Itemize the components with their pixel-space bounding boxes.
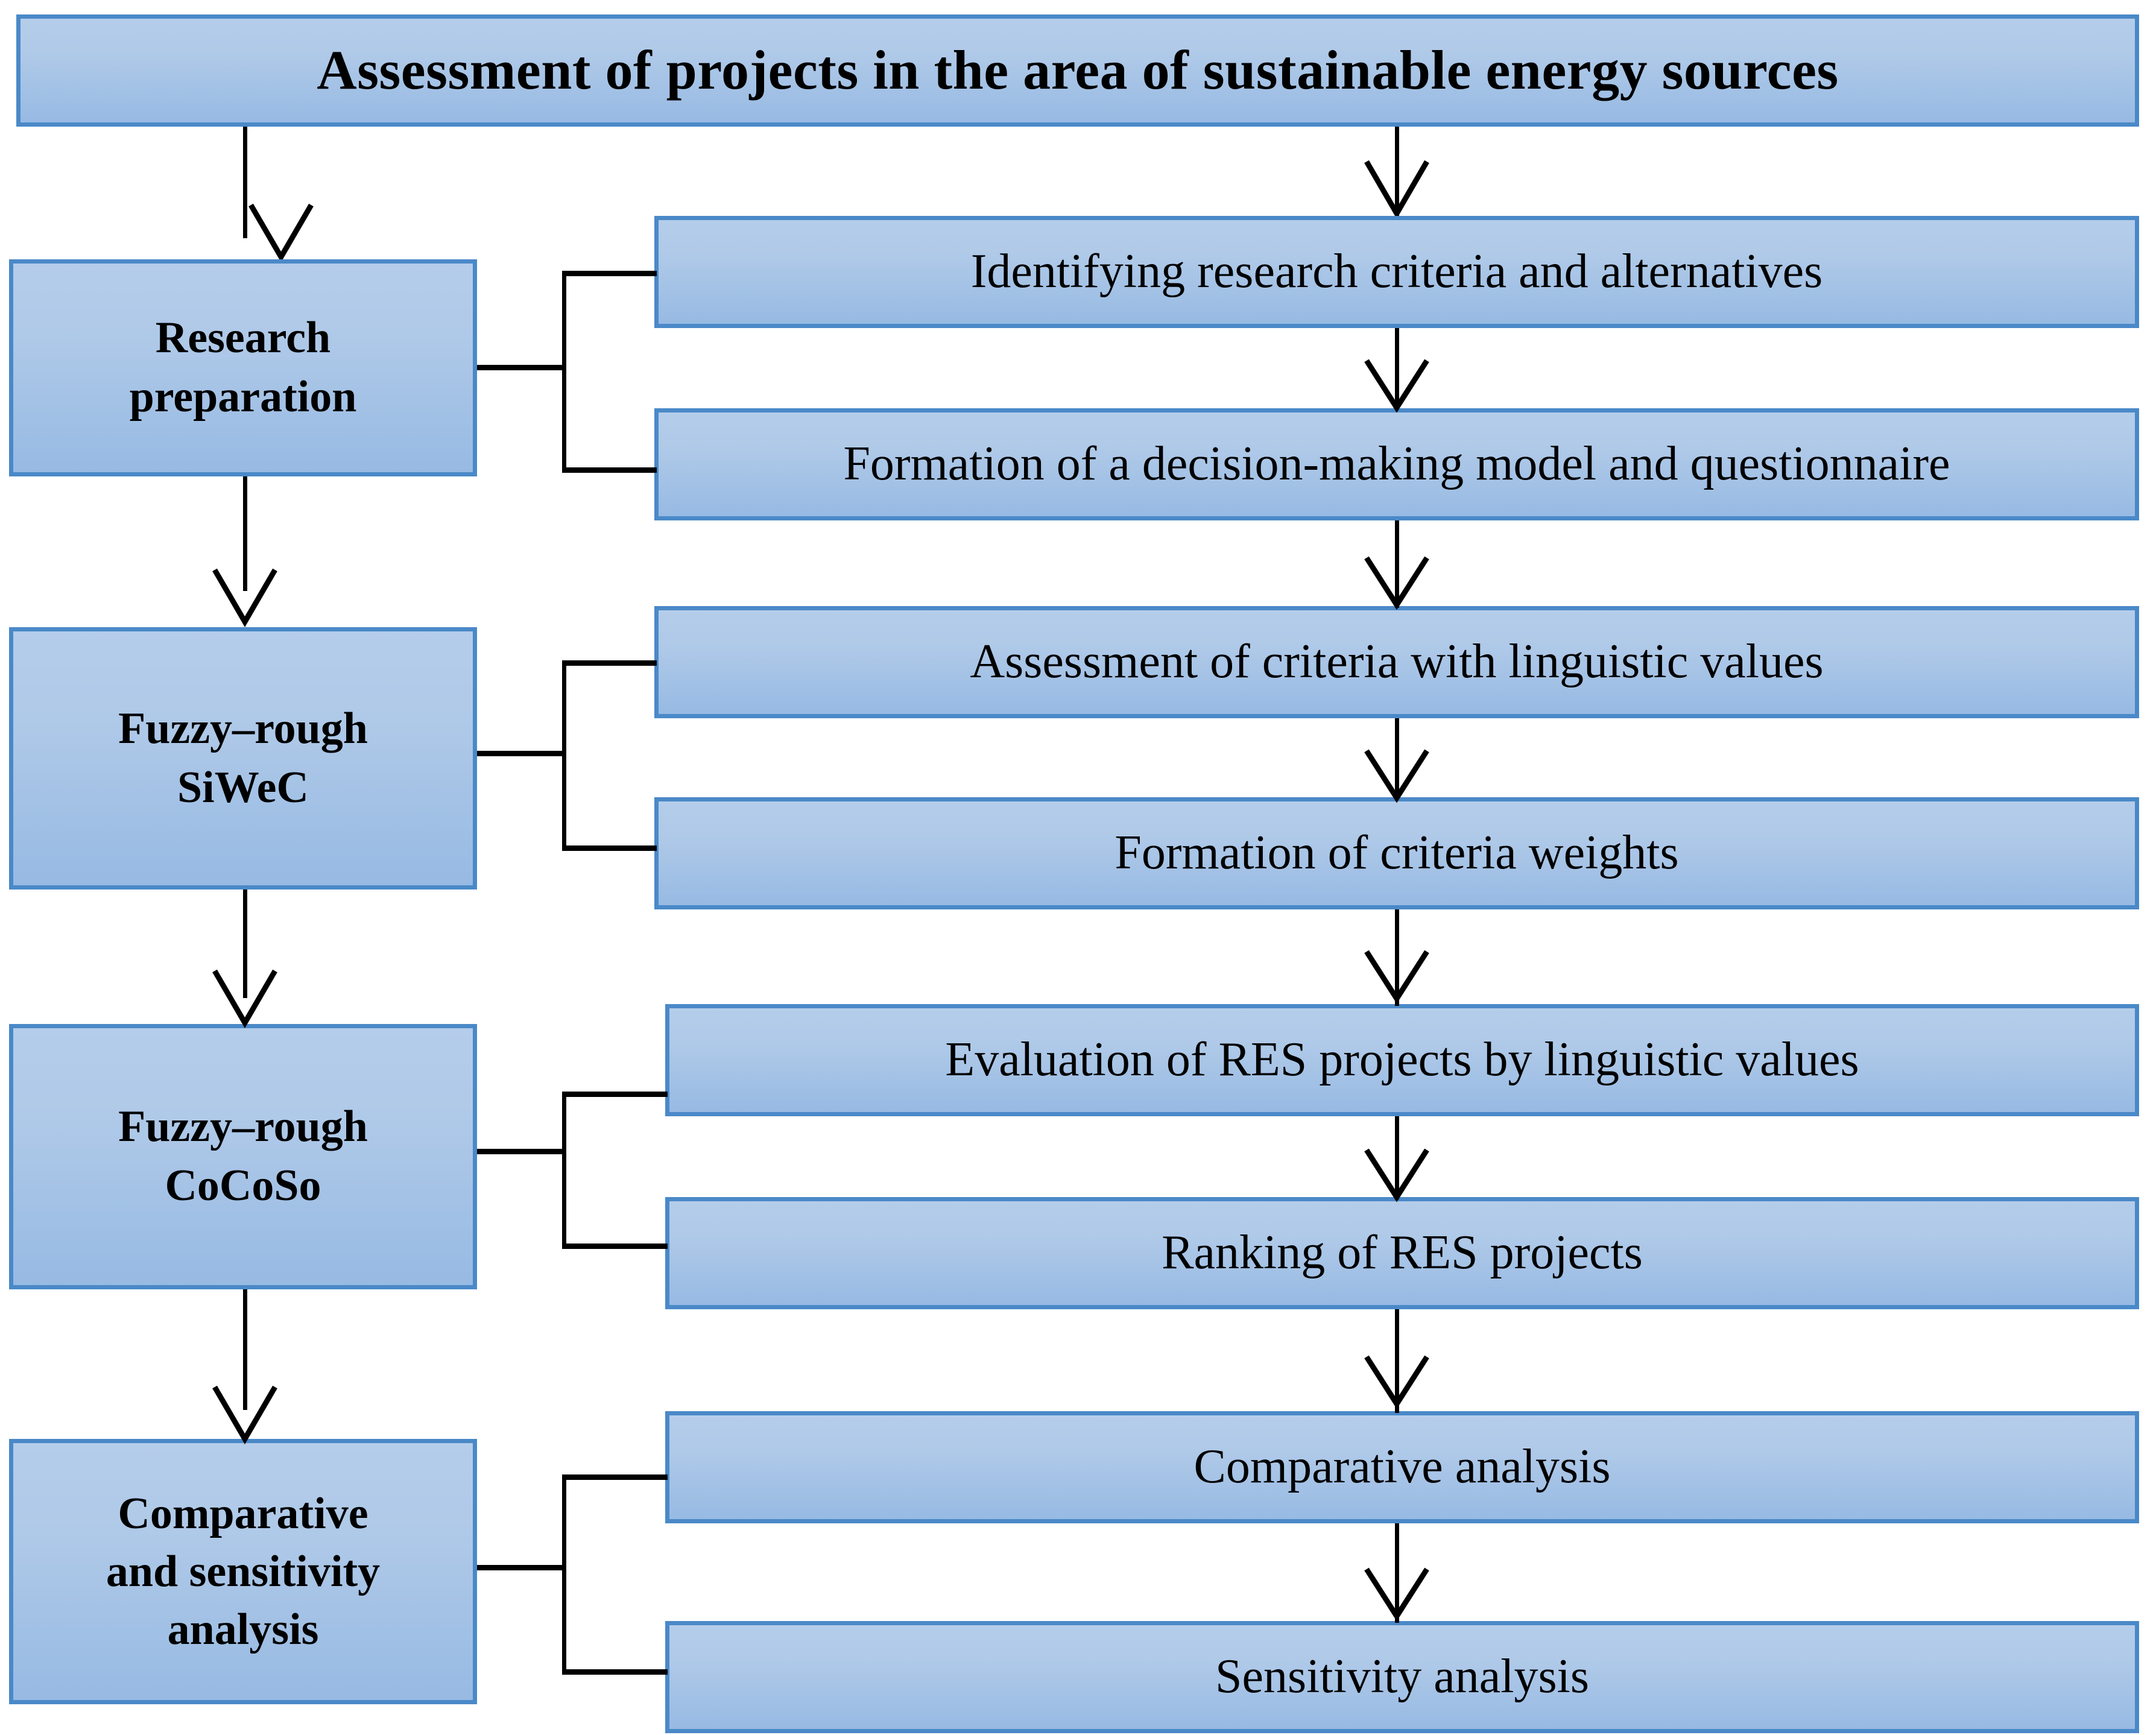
- connector-evaluate-to-rank: [1395, 1116, 1399, 1199]
- stage-label-research-preparation: Research preparation: [129, 313, 357, 422]
- bracket2-branch-top: [562, 660, 657, 666]
- connector-decision-to-assess: [1395, 520, 1399, 608]
- connector-title-to-identify-criteria: [1395, 127, 1399, 217]
- bracket2-stem: [477, 751, 566, 756]
- stage-box-fuzzy-rough-siwec[interactable]: Fuzzy–rough SiWeC: [9, 627, 477, 890]
- bracket3-branch-top: [562, 1092, 668, 1097]
- stage-box-research-preparation[interactable]: Research preparation: [9, 259, 477, 476]
- bracket2-branch-bottom: [562, 845, 657, 851]
- step-box-comparative-analysis[interactable]: Comparative analysis: [665, 1411, 2139, 1523]
- stage-label-fuzzy-rough-cocoso: Fuzzy–rough CoCoSo: [118, 1102, 368, 1210]
- step-box-identify-criteria[interactable]: Identifying research criteria and altern…: [654, 216, 2139, 328]
- bracket4-spine: [562, 1474, 566, 1673]
- connector-rank-to-comparative: [1395, 1309, 1399, 1413]
- stage-label-comparative-sensitivity: Comparative and sensitivity analysis: [106, 1488, 381, 1655]
- connector-assess-to-weights: [1395, 718, 1399, 800]
- step-label-rank-res: Ranking of RES projects: [1162, 1226, 1643, 1280]
- step-label-comparative-analysis: Comparative analysis: [1193, 1440, 1611, 1494]
- stage-label-fuzzy-rough-siwec: Fuzzy–rough SiWeC: [118, 703, 368, 812]
- bracket2-spine: [562, 660, 566, 850]
- connector-research-to-siwec: [243, 476, 247, 591]
- step-box-rank-res[interactable]: Ranking of RES projects: [665, 1197, 2139, 1309]
- step-box-decision-model[interactable]: Formation of a decision-making model and…: [654, 408, 2139, 520]
- connector-cocoso-to-comparative: [243, 1289, 247, 1410]
- bracket4-stem: [477, 1565, 566, 1570]
- connector-identify-to-decision: [1395, 328, 1399, 409]
- step-box-assess-criteria[interactable]: Assessment of criteria with linguistic v…: [654, 606, 2139, 718]
- connector-comparative-to-sensitivity: [1395, 1523, 1399, 1623]
- step-box-sensitivity-analysis[interactable]: Sensitivity analysis: [665, 1621, 2139, 1733]
- stage-box-fuzzy-rough-cocoso[interactable]: Fuzzy–rough CoCoSo: [9, 1024, 477, 1289]
- step-label-criteria-weights: Formation of criteria weights: [1114, 826, 1679, 880]
- step-label-assess-criteria: Assessment of criteria with linguistic v…: [970, 635, 1824, 689]
- bracket4-branch-bottom: [562, 1669, 668, 1675]
- stage-box-comparative-sensitivity[interactable]: Comparative and sensitivity analysis: [9, 1439, 477, 1704]
- bracket4-branch-top: [562, 1474, 668, 1480]
- bracket1-stem: [477, 365, 566, 370]
- step-label-decision-model: Formation of a decision-making model and…: [843, 437, 1950, 491]
- connector-weights-to-evaluate: [1395, 909, 1399, 1006]
- bracket1-spine: [562, 271, 566, 473]
- page-title: Assessment of projects in the area of su…: [317, 39, 1839, 101]
- step-label-evaluate-res: Evaluation of RES projects by linguistic…: [945, 1033, 1859, 1087]
- step-box-evaluate-res[interactable]: Evaluation of RES projects by linguistic…: [665, 1004, 2139, 1116]
- bracket1-branch-bottom: [562, 467, 657, 473]
- step-label-identify-criteria: Identifying research criteria and altern…: [970, 245, 1823, 299]
- flowchart-title-box: Assessment of projects in the area of su…: [16, 14, 2139, 127]
- step-box-criteria-weights[interactable]: Formation of criteria weights: [654, 797, 2139, 909]
- connector-siwec-to-cocoso: [243, 890, 247, 998]
- step-label-sensitivity-analysis: Sensitivity analysis: [1215, 1650, 1589, 1704]
- bracket3-spine: [562, 1092, 566, 1248]
- connector-title-to-research: [243, 127, 247, 238]
- bracket3-stem: [477, 1149, 566, 1154]
- bracket1-branch-top: [562, 271, 657, 276]
- bracket3-branch-bottom: [562, 1244, 668, 1249]
